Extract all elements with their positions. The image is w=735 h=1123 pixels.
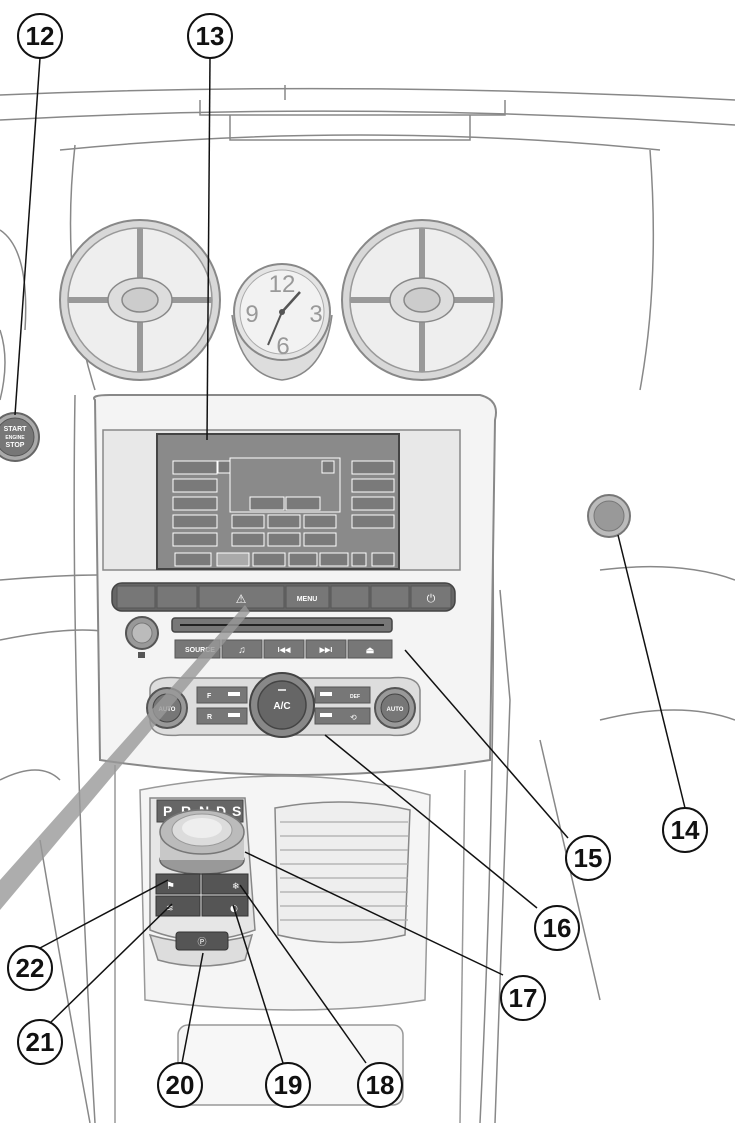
menu-button[interactable] — [285, 585, 330, 609]
eject-button[interactable] — [347, 639, 393, 659]
svg-text:21: 21 — [26, 1027, 55, 1057]
sport-mode-button[interactable] — [155, 873, 201, 895]
hazard-button[interactable] — [198, 585, 285, 609]
callout-13: 13 — [187, 13, 233, 59]
right-panel-button[interactable] — [587, 494, 631, 538]
svg-text:15: 15 — [574, 843, 603, 873]
dynamic-mode-icon: ≋ — [166, 904, 174, 914]
unlock-button[interactable] — [156, 585, 198, 609]
parking-brake-switch[interactable] — [175, 931, 229, 951]
ac-knob[interactable]: A/C — [249, 672, 315, 738]
clock-numeral-12: 12 — [269, 271, 296, 298]
screen-button[interactable] — [330, 585, 370, 609]
power-icon: ⏻ — [427, 592, 436, 605]
callout-21: 21 — [17, 1019, 63, 1065]
analog-clock: 12 3 6 9 — [231, 263, 333, 381]
pointer-beam — [0, 605, 250, 910]
svg-text:16: 16 — [543, 913, 572, 943]
gear-p: P — [163, 803, 172, 819]
callout-17: 17 — [500, 975, 546, 1021]
next-track-icon: ▶▶I — [319, 647, 333, 654]
leader-lines — [14, 57, 686, 1064]
front-defrost-label: F — [207, 693, 212, 700]
svg-text:22: 22 — [16, 953, 45, 983]
lock-button[interactable] — [116, 585, 156, 609]
callout-19: 19 — [265, 1062, 311, 1108]
source-label: SOURCE — [185, 647, 215, 654]
rear-defrost-button[interactable] — [196, 707, 248, 725]
svg-text:12: 12 — [26, 21, 55, 51]
svg-text:20: 20 — [166, 1070, 195, 1100]
start-label: START — [4, 426, 28, 433]
previous-track-icon: I◀◀ — [278, 647, 291, 654]
callout-15: 15 — [565, 835, 611, 881]
clock-numeral-9: 9 — [245, 301, 258, 328]
clock-numeral-3: 3 — [309, 301, 322, 328]
climate-panel: AUTO F R A/C DEF ⟲ AUTO — [146, 672, 421, 738]
start-stop-button[interactable]: START ENGINE STOP — [0, 412, 40, 462]
dynamic-mode-button[interactable] — [155, 895, 201, 917]
callout-20: 20 — [157, 1062, 203, 1108]
clock-minute-hand — [267, 311, 283, 346]
gear-selector-module: P R N D S ⚑ ❄ ≋ ◐ Ⓟ — [148, 797, 256, 967]
clock-hour-hand — [281, 291, 301, 313]
callout-14: 14 — [662, 807, 708, 853]
volume-knob[interactable] — [125, 616, 159, 658]
gear-s: S — [232, 803, 241, 819]
callout-12: 12 — [17, 13, 63, 59]
right-air-vent — [341, 219, 503, 381]
touchscreen-display[interactable] — [102, 429, 461, 571]
callout-22: 22 — [7, 945, 53, 991]
svg-text:17: 17 — [509, 983, 538, 1013]
stop-label: STOP — [6, 442, 25, 449]
svg-text:13: 13 — [196, 21, 225, 51]
right-temp-knob[interactable]: AUTO — [374, 687, 416, 729]
previous-track-button[interactable] — [263, 639, 305, 659]
storage-grille — [274, 801, 411, 944]
menu-label: MENU — [297, 596, 318, 603]
right-auto-label: AUTO — [387, 707, 404, 713]
winter-mode-button[interactable] — [201, 873, 249, 895]
winter-mode-icon: ❄ — [232, 882, 240, 892]
eject-icon: ⏏ — [366, 645, 375, 655]
top-button-strip: ⚠ MENU ⏻ — [111, 582, 456, 612]
trac-dsc-button[interactable] — [201, 895, 249, 917]
rear-defrost-label: R — [207, 714, 212, 721]
svg-text:18: 18 — [366, 1070, 395, 1100]
dashboard-outline — [0, 85, 735, 1123]
music-icon: ♫ — [238, 645, 246, 656]
sport-mode-icon: ⚑ — [166, 881, 175, 892]
left-air-vent — [59, 219, 221, 381]
next-track-button[interactable] — [305, 639, 347, 659]
music-button[interactable] — [221, 639, 263, 659]
screen-grid — [172, 457, 395, 567]
gear-d: D — [216, 803, 226, 819]
svg-text:14: 14 — [671, 815, 700, 845]
power-button[interactable] — [410, 585, 452, 609]
ac-label: A/C — [273, 701, 290, 712]
callout-18: 18 — [357, 1062, 403, 1108]
hazard-icon: ⚠ — [236, 592, 247, 606]
parking-brake-icon: Ⓟ — [197, 937, 206, 948]
recirculation-button[interactable] — [314, 707, 371, 725]
def-label: DEF — [350, 694, 360, 700]
clock-numeral-6: 6 — [276, 333, 289, 360]
callout-16: 16 — [534, 905, 580, 951]
rotary-gear-selector[interactable] — [159, 809, 245, 875]
vehicle-button[interactable] — [370, 585, 410, 609]
recirculation-icon: ⟲ — [350, 713, 357, 722]
max-defrost-button[interactable] — [314, 686, 371, 704]
front-defrost-button[interactable] — [196, 686, 248, 704]
engine-label: ENGINE — [5, 435, 25, 441]
svg-text:19: 19 — [274, 1070, 303, 1100]
